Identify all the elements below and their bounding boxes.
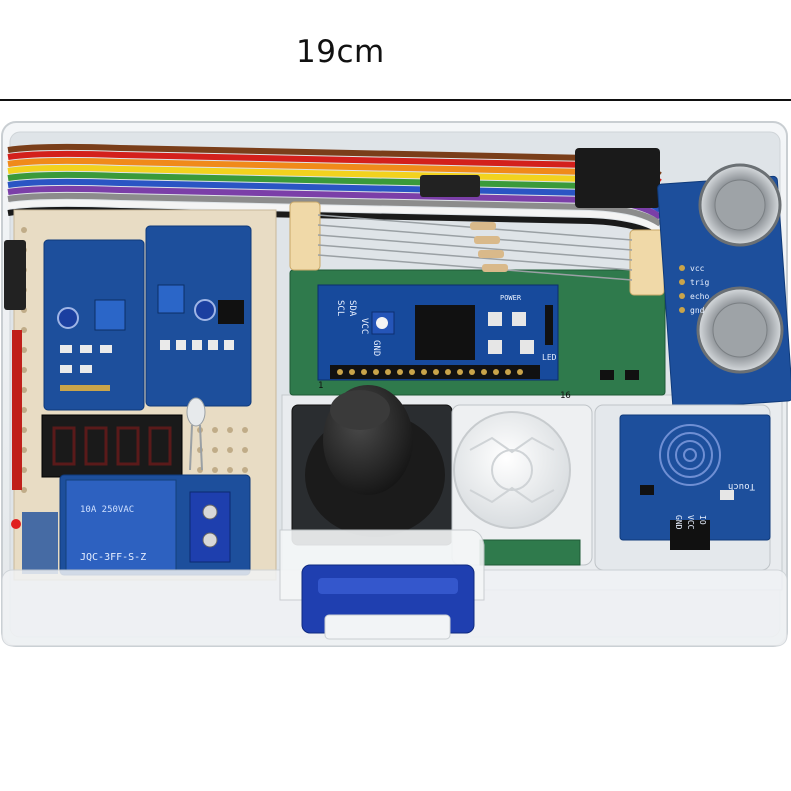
i2c-num16-label: 16	[560, 391, 571, 401]
i2c-adapter-board: SCL SDA VCC GND LED POWER 16 1	[289, 269, 666, 401]
relay-module: 10A 250VAC JQC-3FF-S-Z	[11, 474, 251, 576]
us-pin-echo: echo	[690, 292, 709, 301]
sensor-module-right	[145, 225, 252, 407]
us-pin-gnd: gnd	[690, 306, 705, 315]
us-pin-trig: trig	[690, 278, 709, 287]
ir-led	[186, 397, 206, 471]
touch-label: Touch	[728, 481, 755, 491]
ultrasonic-sensor: vcc trig echo gnd	[657, 163, 791, 410]
us-pin-vcc: vcc	[690, 264, 705, 273]
i2c-num1-label: 1	[318, 381, 323, 391]
seven-segment-display	[41, 414, 183, 478]
i2c-pin-gnd: GND	[371, 340, 381, 356]
resistor-bundle	[289, 201, 665, 296]
i2c-pin-sda: SDA	[347, 300, 357, 317]
i2c-power-label: POWER	[500, 294, 522, 302]
touch-pin-vcc: VCC	[686, 515, 695, 530]
relay-rating-text: 10A 250VAC	[80, 505, 134, 515]
touch-pin-gnd: GND	[674, 515, 683, 530]
sensor-module-left	[43, 239, 145, 411]
i2c-pin-vcc: VCC	[359, 318, 369, 334]
box-latch	[301, 564, 475, 640]
dimension-line	[0, 99, 791, 101]
joystick-module	[291, 385, 453, 546]
i2c-led-label: LED	[542, 353, 557, 362]
i2c-pin-scl: SCL	[335, 300, 345, 316]
relay-brand-text: JQC-3FF-S-Z	[80, 552, 146, 563]
pir-sensor	[451, 404, 593, 566]
touch-pin-io: IO	[698, 515, 707, 525]
touch-sensor: Touch GND VCC IO	[594, 404, 771, 571]
dimension-label: 19cm	[296, 34, 385, 70]
